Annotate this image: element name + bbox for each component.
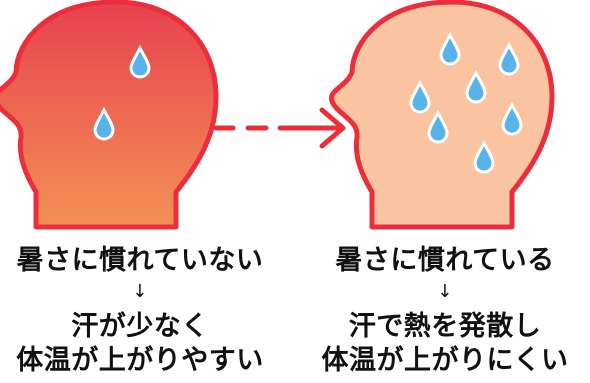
cool-head-icon (332, 2, 552, 227)
left-result: 汗が少なく 体温が上がりやすい (0, 310, 280, 378)
left-result-line2: 体温が上がりやすい (16, 345, 264, 376)
right-state-label: 暑さに慣れている (335, 245, 555, 276)
left-result-line1: 汗が少なく (71, 311, 209, 342)
right-result-line1: 汗で熱を発散し (348, 311, 542, 342)
right-down-arrow: ↓ (437, 281, 453, 302)
left-down-arrow: ↓ (132, 281, 148, 302)
dashed-arrow-icon (213, 107, 346, 149)
left-state-label: 暑さに慣れていない (16, 245, 264, 276)
right-result: 汗で熱を発散し 体温が上がりにくい (300, 310, 590, 378)
hot-head-icon (0, 2, 216, 227)
diagram-art (0, 0, 590, 240)
right-result-line2: 体温が上がりにくい (321, 345, 569, 376)
